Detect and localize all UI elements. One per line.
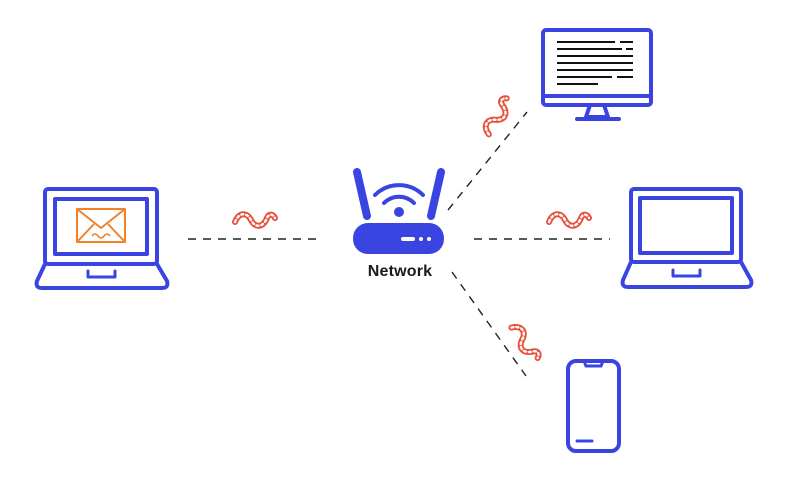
link-phone bbox=[451, 271, 527, 377]
worm-icon-desktop bbox=[482, 95, 510, 138]
worm-icon-phone bbox=[508, 324, 542, 362]
desktop-monitor-icon bbox=[541, 28, 653, 121]
envelope-icon bbox=[76, 208, 126, 243]
connection-links bbox=[188, 111, 610, 377]
worm-icon-left bbox=[232, 211, 278, 229]
wifi-router-icon bbox=[353, 168, 445, 254]
infected-laptop-icon bbox=[34, 187, 170, 290]
wifi-signal-icon bbox=[373, 183, 425, 205]
link-desktop bbox=[447, 111, 528, 211]
network-label: Network bbox=[367, 263, 433, 280]
laptop-icon bbox=[620, 187, 754, 289]
desktop-screen-text bbox=[557, 41, 633, 85]
smartphone-icon bbox=[566, 359, 621, 453]
worm-icon-right-laptop bbox=[546, 211, 592, 229]
